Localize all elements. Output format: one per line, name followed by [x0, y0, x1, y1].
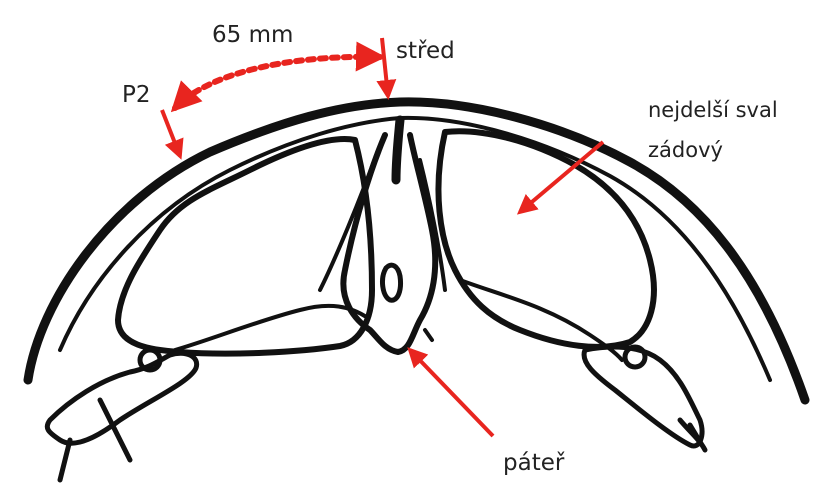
vertebral-canal	[383, 265, 401, 300]
spine-label: páteř	[503, 450, 565, 476]
left-rib-tail	[60, 400, 130, 480]
right-muscle-outline	[438, 131, 653, 347]
center-label: střed	[396, 38, 455, 64]
spine-arrow	[410, 350, 493, 436]
left-rib	[47, 353, 196, 443]
distance-dotted-arc	[175, 57, 380, 108]
small-mark	[425, 330, 432, 340]
left-muscle-outline	[118, 139, 372, 354]
p2-label: P2	[122, 82, 151, 108]
center-arrow	[382, 38, 388, 96]
muscle-label-line2: zádový	[648, 138, 723, 162]
spinous-process	[396, 120, 400, 180]
muscle-label-line1: nejdelší sval	[648, 98, 778, 122]
p2-arrow	[162, 110, 180, 156]
distance-label: 65 mm	[212, 22, 293, 48]
